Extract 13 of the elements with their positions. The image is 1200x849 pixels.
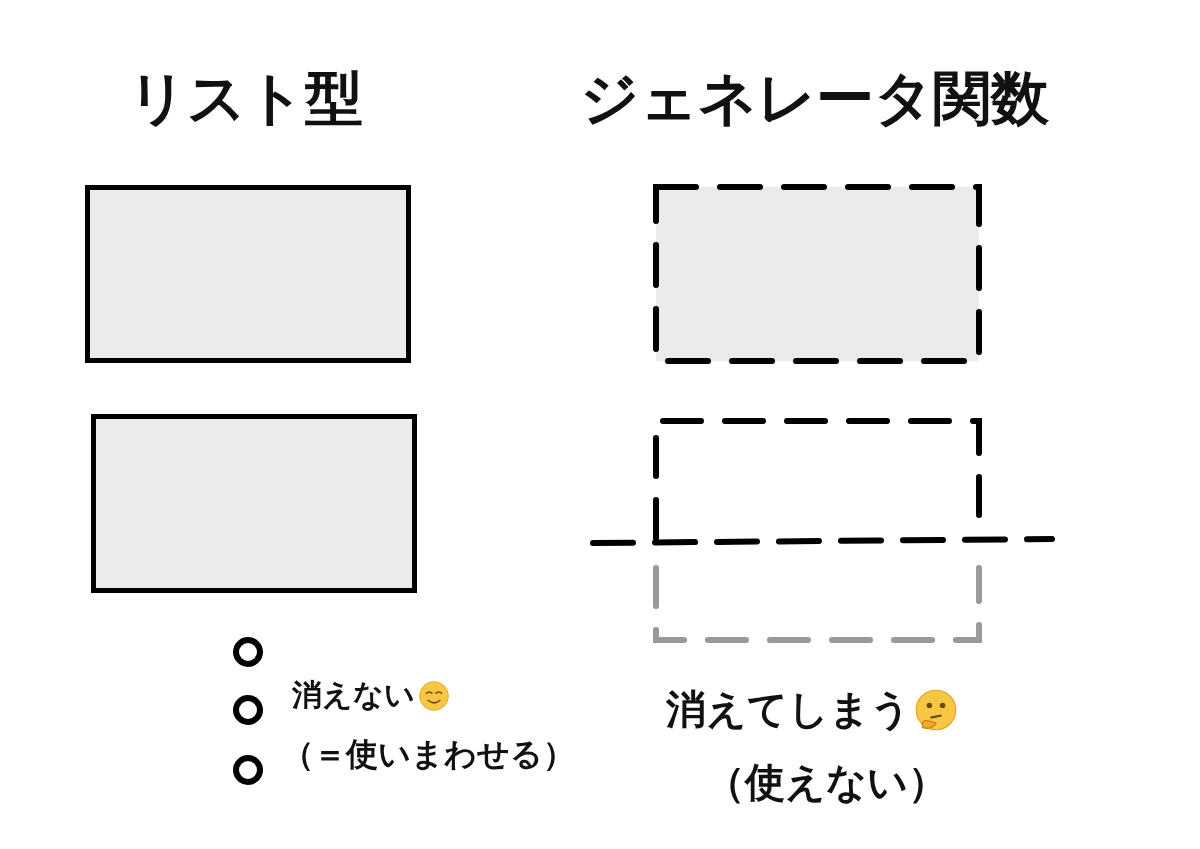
note-text: 消えない <box>292 676 415 714</box>
ellipsis-dot <box>233 695 263 725</box>
note-text: （＝使いまわせる） <box>282 734 575 775</box>
vanishing-dashed-box <box>653 418 982 643</box>
ellipsis-dot <box>233 637 263 667</box>
note-text: 消えてしまう <box>666 685 911 734</box>
column-heading: リスト型 <box>128 63 363 134</box>
dashed-box <box>653 184 982 364</box>
list-box <box>91 414 417 593</box>
ellipsis-dot <box>233 755 263 785</box>
column-heading: ジェネレータ関数 <box>580 63 1049 134</box>
list-box <box>85 185 411 363</box>
note-text: （使えない） <box>705 758 948 807</box>
